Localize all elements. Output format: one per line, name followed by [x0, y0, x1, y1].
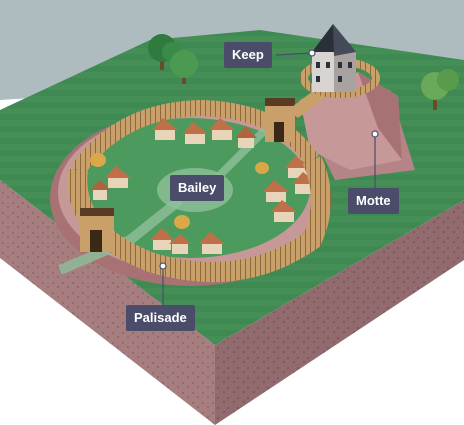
- gatehouse-rear: [265, 98, 295, 142]
- ground-side-face: [215, 200, 464, 425]
- house: [105, 166, 131, 188]
- keep-label: Keep: [224, 42, 272, 68]
- haystack: [174, 215, 190, 229]
- house: [182, 122, 208, 144]
- palisade-label: Palisade: [126, 305, 195, 331]
- keep-path: [212, 127, 268, 183]
- callout-leaders: [159, 49, 379, 305]
- house: [271, 200, 297, 222]
- tree-middle: [170, 50, 198, 84]
- haystack: [255, 162, 269, 174]
- house: [263, 180, 289, 202]
- motte-label: Motte: [348, 188, 399, 214]
- house: [152, 118, 178, 140]
- house: [150, 228, 174, 250]
- tree-right: [421, 69, 459, 110]
- ground-front-face: [0, 180, 215, 425]
- house: [235, 126, 257, 148]
- gatehouse-front: [80, 208, 114, 252]
- house: [199, 232, 225, 254]
- house: [169, 234, 191, 254]
- motte-shadow: [358, 72, 402, 160]
- keep-tower: [312, 24, 356, 92]
- house: [209, 118, 235, 140]
- house: [90, 180, 110, 200]
- entrance-path: [58, 196, 184, 275]
- bailey-label: Bailey: [170, 175, 225, 201]
- haystack: [90, 153, 106, 167]
